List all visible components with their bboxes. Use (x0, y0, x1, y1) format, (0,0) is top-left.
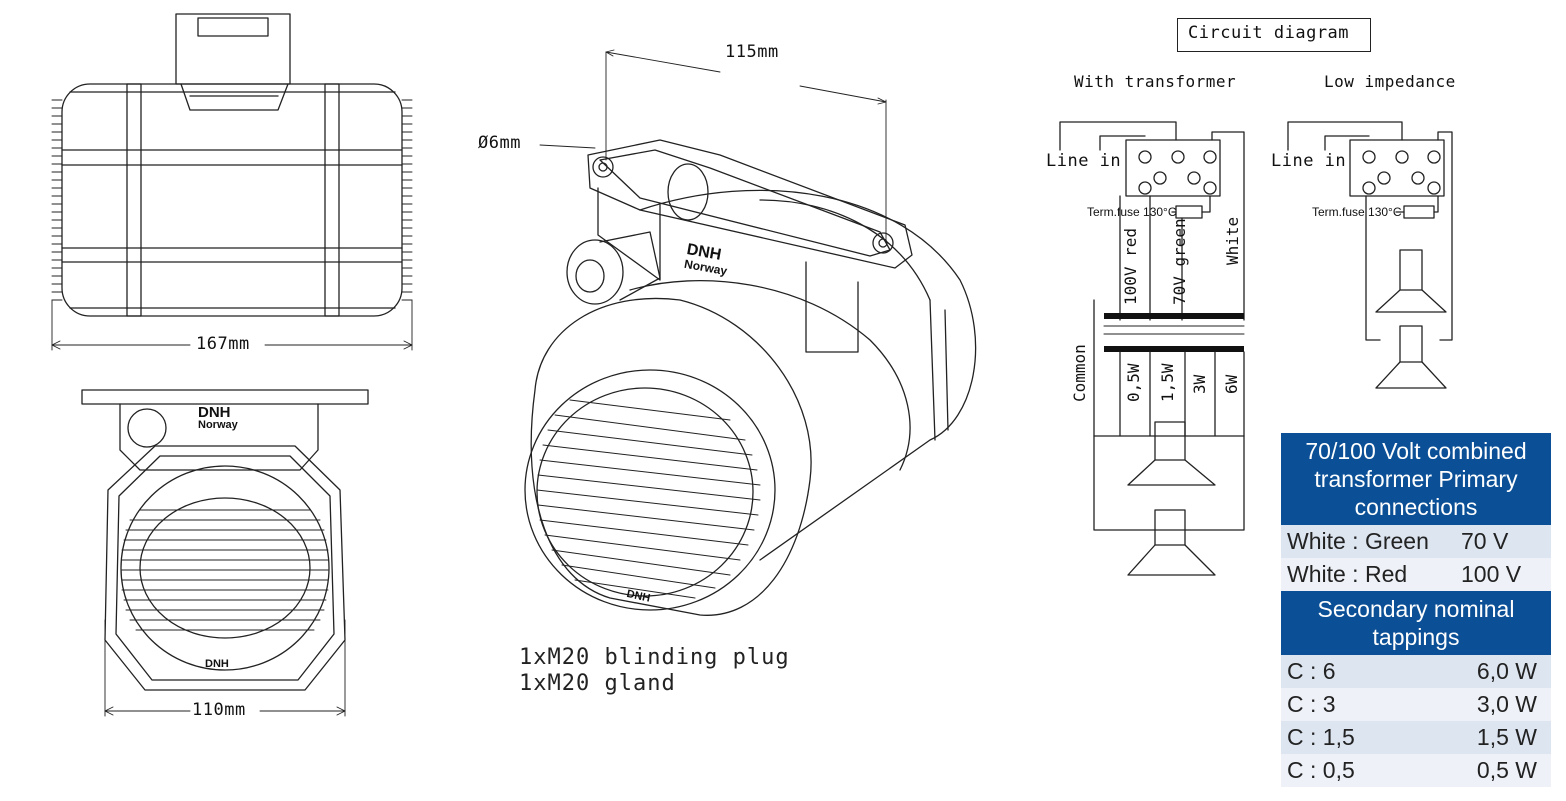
table-cell-value: 6,0 W (1443, 655, 1551, 688)
table-cell-key: C : 6 (1281, 655, 1443, 688)
label-wire-white: White (1223, 216, 1242, 265)
table-cell-value: 1,5 W (1443, 721, 1551, 754)
front-view (81, 389, 369, 717)
note-gland: 1xM20 gland (519, 671, 676, 696)
label-low-impedance: Low impedance (1324, 72, 1456, 91)
note-blinding-plug: 1xM20 blinding plug (519, 645, 790, 670)
table-row: C : 6 6,0 W (1281, 655, 1551, 688)
dimension-width-front: 110mm (192, 700, 246, 720)
top-view (51, 13, 413, 351)
table-header-secondary: Secondary nominal tappings (1281, 591, 1551, 655)
dimension-depth: 115mm (725, 42, 779, 62)
circuit-title-box (1177, 18, 1371, 52)
table-header-primary: 70/100 Volt combined transformer Primary… (1281, 433, 1551, 525)
table-cell-key: C : 0,5 (1281, 754, 1443, 787)
circuit-with-transformer (1059, 121, 1245, 576)
table-row: C : 3 3,0 W (1281, 688, 1551, 721)
table-cell-key: White : Green (1281, 525, 1443, 558)
brand-sub-front: Norway (198, 419, 238, 431)
dimension-width-top: 167mm (196, 334, 250, 354)
table-cell-value: 100 V (1443, 558, 1551, 591)
table-row: White : Green 70 V (1281, 525, 1551, 558)
table-row: White : Red 100 V (1281, 558, 1551, 591)
label-line-in-2: Line in (1271, 151, 1347, 171)
circuit-low-impedance (1287, 121, 1453, 389)
table-cell-key: C : 1,5 (1281, 721, 1443, 754)
label-term-fuse-2: Term.fuse 130°C (1312, 205, 1402, 219)
brand-logo-front: DNH Norway (198, 404, 238, 432)
table-cell-value: 0,5 W (1443, 754, 1551, 787)
label-tap-3w: 3W (1190, 374, 1209, 394)
label-line-in-1: Line in (1046, 151, 1122, 171)
dimension-hole: Ø6mm (478, 133, 521, 153)
table-row: C : 1,5 1,5 W (1281, 721, 1551, 754)
table-cell-value: 3,0 W (1443, 688, 1551, 721)
label-with-transformer: With transformer (1074, 72, 1237, 91)
isometric-view (524, 49, 977, 616)
label-tap-6w: 6W (1222, 374, 1241, 394)
label-common: Common (1070, 344, 1089, 402)
circuit-title: Circuit diagram (1188, 23, 1350, 43)
brand-name-bottom-front: DNH (205, 658, 229, 670)
transformer-spec-table: 70/100 Volt combined transformer Primary… (1281, 433, 1551, 787)
table-row: C : 0,5 0,5 W (1281, 754, 1551, 787)
table-cell-value: 70 V (1443, 525, 1551, 558)
label-wire-red: 100V red (1121, 227, 1140, 305)
label-tap-05w: 0,5W (1124, 363, 1143, 402)
label-term-fuse-1: Term.fuse 130°C (1087, 205, 1177, 219)
label-tap-15w: 1,5W (1158, 363, 1177, 402)
label-wire-green: 70V green (1170, 218, 1189, 305)
brand-name-front: DNH (198, 404, 231, 421)
table-cell-key: White : Red (1281, 558, 1443, 591)
table-cell-key: C : 3 (1281, 688, 1443, 721)
